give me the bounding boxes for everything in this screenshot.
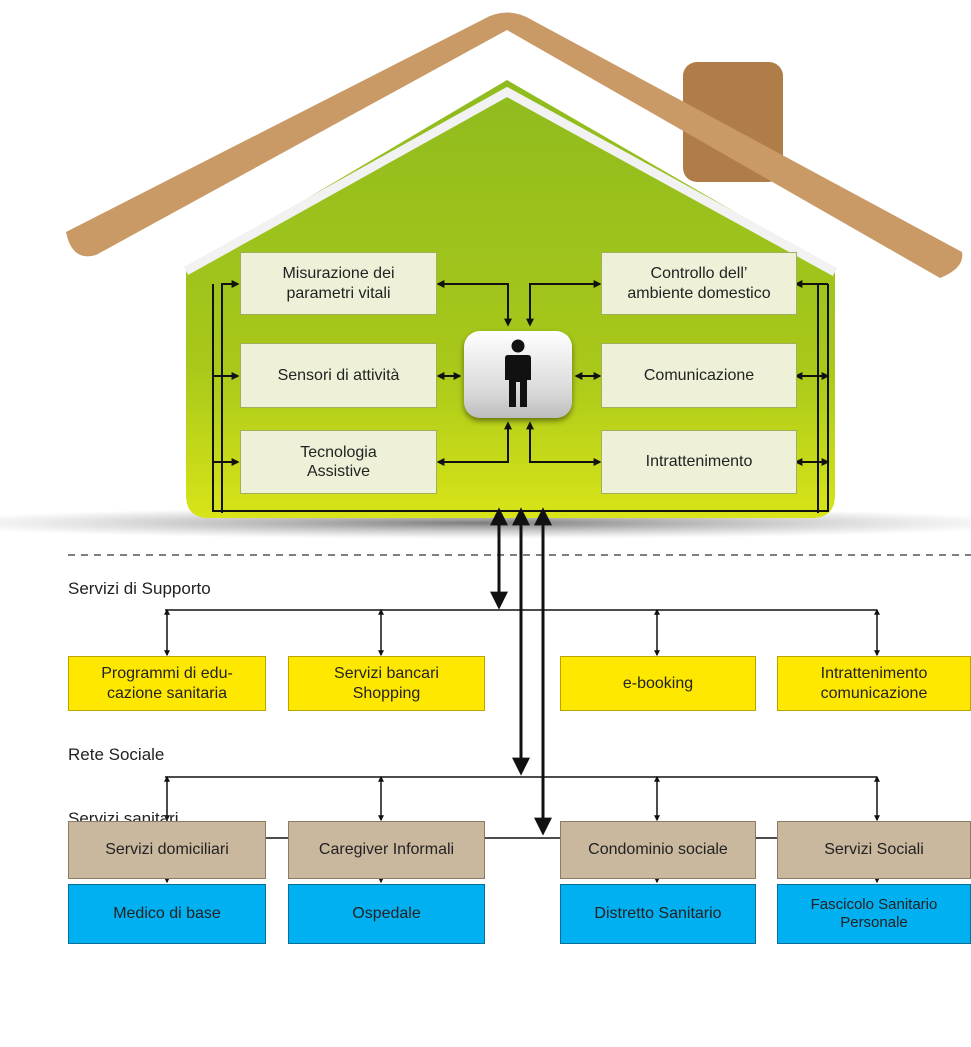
- box-informal-caregiver: Caregiver Informali: [288, 821, 485, 879]
- box-home-control: Controllo dell’ ambiente domestico: [601, 252, 797, 315]
- box-health-record: Fascicolo Sanitario Personale: [777, 884, 971, 944]
- box-assistive-technology: Tecnologia Assistive: [240, 430, 437, 494]
- box-social-condominium: Condominio sociale: [560, 821, 756, 879]
- section-title-social: Rete Sociale: [68, 745, 165, 764]
- person-tile: [464, 331, 572, 418]
- box-e-booking: e-booking: [560, 656, 756, 711]
- box-home-services: Servizi domiciliari: [68, 821, 266, 879]
- box-general-practitioner: Medico di base: [68, 884, 266, 944]
- box-banking-shopping: Servizi bancari Shopping: [288, 656, 485, 711]
- roof: [66, 12, 963, 278]
- box-entertainment-communication: Intrattenimento comunicazione: [777, 656, 971, 711]
- person-icon: [505, 339, 531, 407]
- box-vital-parameters: Misurazione dei parametri vitali: [240, 252, 437, 315]
- box-social-services: Servizi Sociali: [777, 821, 971, 879]
- box-hospital: Ospedale: [288, 884, 485, 944]
- box-health-district: Distretto Sanitario: [560, 884, 756, 944]
- box-health-education: Programmi di edu- cazione sanitaria: [68, 656, 266, 711]
- main-arrows: [490, 507, 552, 836]
- section-title-support: Servizi di Supporto: [68, 579, 211, 598]
- roof-edge: [183, 86, 838, 276]
- box-activity-sensors: Sensori di attività: [240, 343, 437, 408]
- box-communication: Comunicazione: [601, 343, 797, 408]
- box-entertainment: Intrattenimento: [601, 430, 797, 494]
